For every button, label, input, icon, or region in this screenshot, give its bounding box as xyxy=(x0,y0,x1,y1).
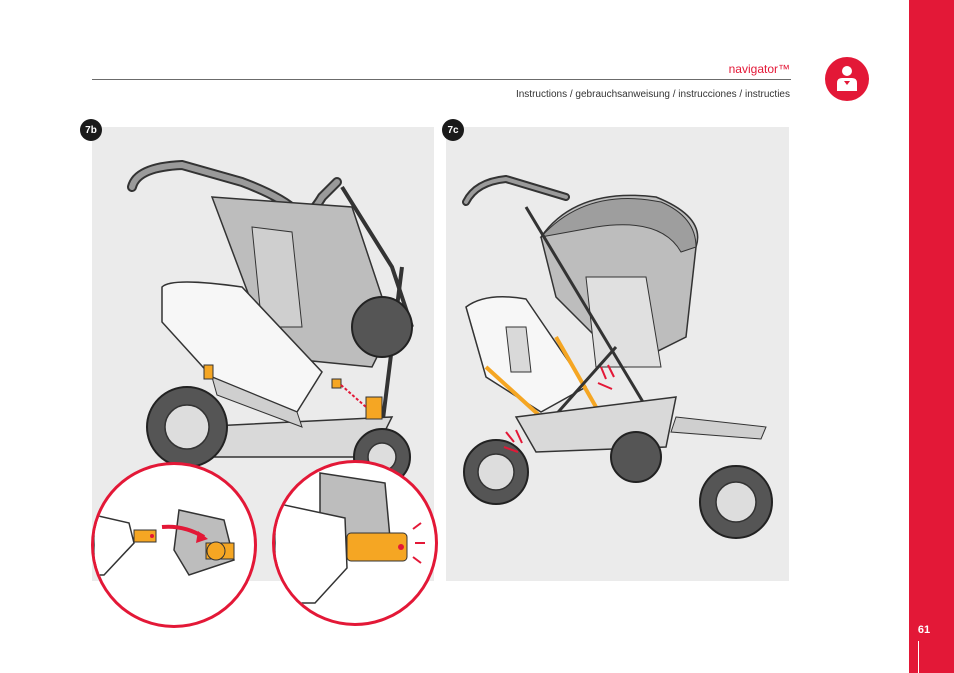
page-tick-line xyxy=(918,641,919,673)
page-number: 61 xyxy=(917,624,931,636)
step-badge-7c: 7c xyxy=(442,119,464,141)
header-rule xyxy=(92,79,791,80)
red-side-strip xyxy=(909,0,954,673)
user-icon xyxy=(825,57,869,101)
brand-title: navigator™ xyxy=(728,62,790,76)
instructions-subtitle: Instructions / gebrauchsanweisung / inst… xyxy=(515,89,790,100)
zoom-detail-click xyxy=(272,460,438,626)
double-stroller-illustration xyxy=(462,174,773,539)
illustration-panel-7c xyxy=(446,127,789,581)
zoom-detail-connector xyxy=(91,462,257,628)
step-badge-7b: 7b xyxy=(80,119,102,141)
stroller-seat-attach-illustration xyxy=(127,159,414,486)
